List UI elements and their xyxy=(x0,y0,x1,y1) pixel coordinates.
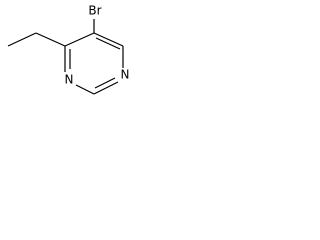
atom-label-br: Br xyxy=(88,4,101,18)
bond-ch2-ch3 xyxy=(7,32,37,47)
molecule-structure: Br N N xyxy=(7,4,130,95)
bond-c4-ch2 xyxy=(35,32,66,47)
atom-label-n1: N xyxy=(121,68,130,82)
bond-c5-c6 xyxy=(93,32,124,47)
bond-c2-n3 xyxy=(75,84,95,95)
bond-n1-c2-inner xyxy=(94,77,116,89)
bond-n1-c2 xyxy=(93,81,119,95)
bond-c4-c5 xyxy=(64,32,95,47)
atom-label-n3: N xyxy=(65,73,74,87)
bond-c5-c6-inner xyxy=(95,37,121,50)
